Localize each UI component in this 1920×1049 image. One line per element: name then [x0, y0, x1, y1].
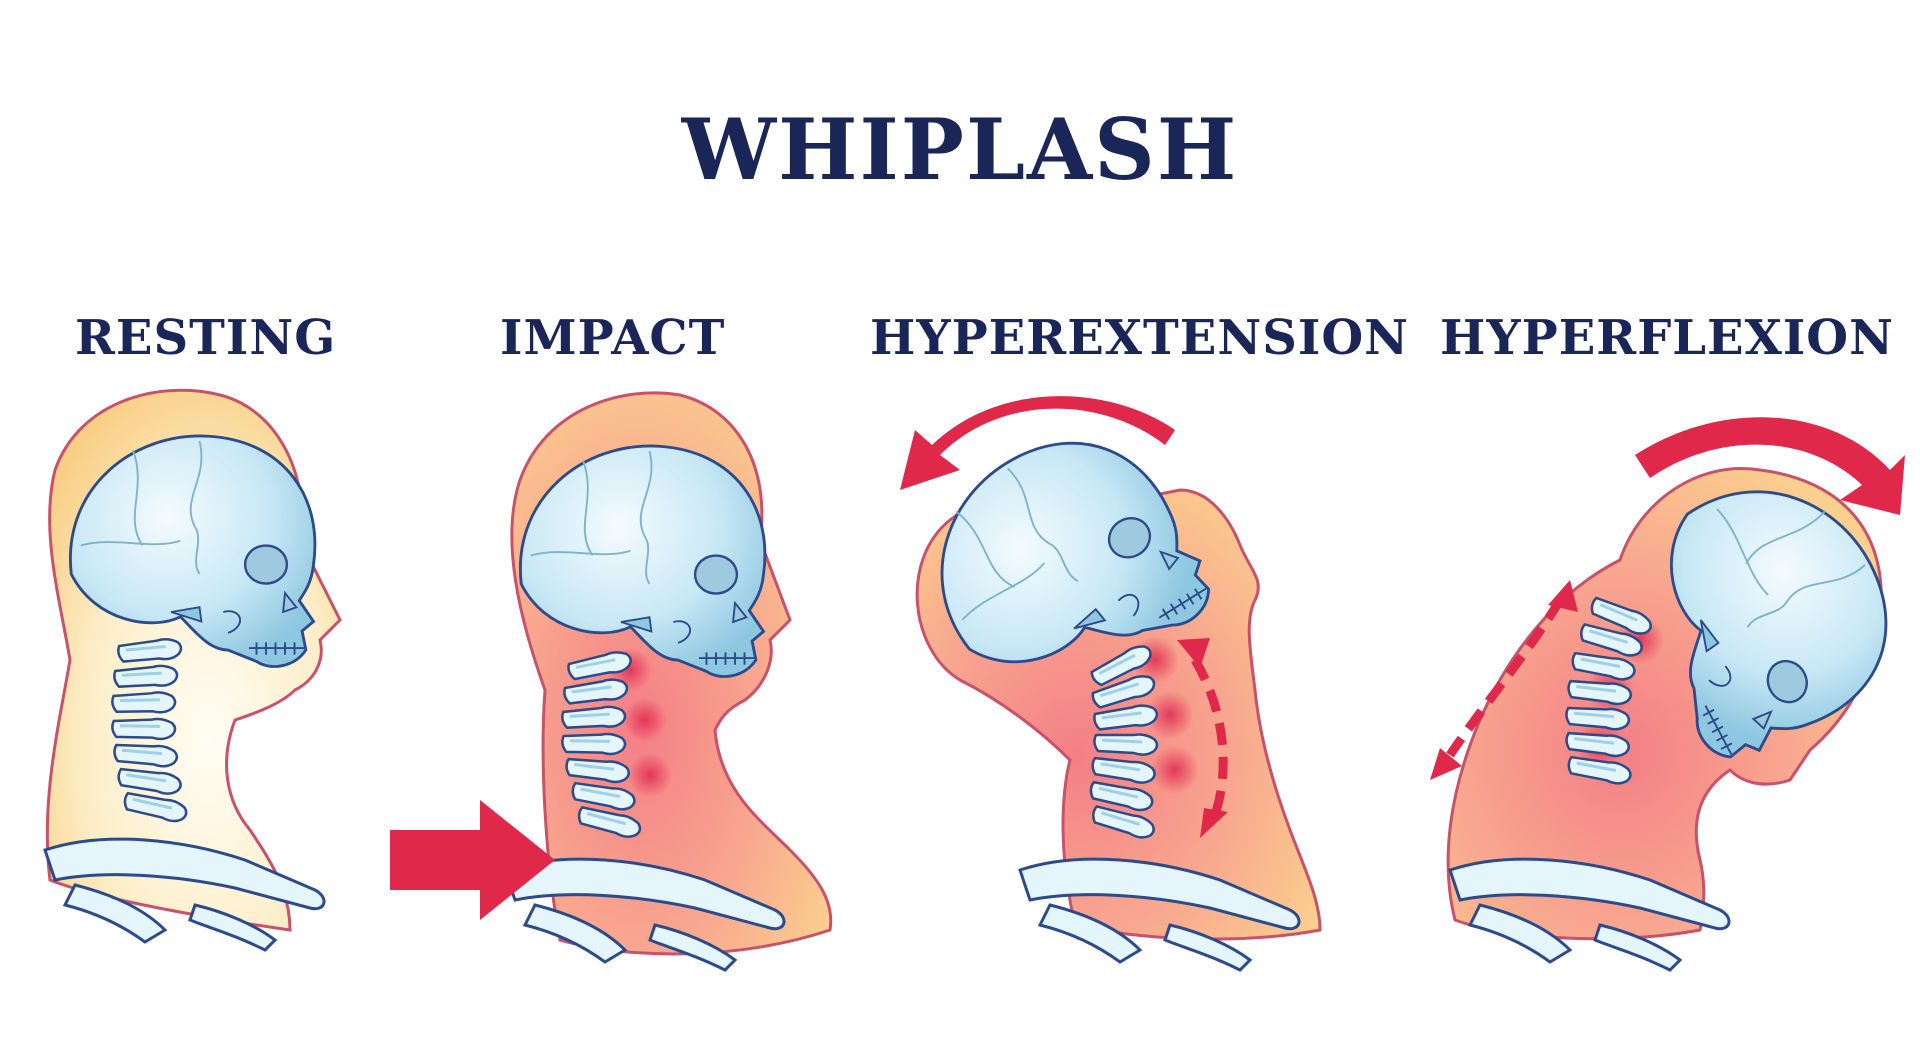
arrow-right-icon — [390, 800, 555, 920]
curved-arrow-left-icon — [900, 396, 1175, 490]
resting-figure — [43, 388, 342, 952]
stage-label-hyperflexion: HYPERFLEXION — [1440, 310, 1894, 366]
stage-label-resting: RESTING — [75, 310, 337, 366]
impact-figure — [503, 391, 833, 972]
double-dashed-arrow-icon — [1430, 580, 1578, 780]
double-dashed-arrow-icon — [1177, 638, 1228, 838]
hyperextension-figure — [894, 401, 1322, 972]
stage-label-impact: IMPACT — [500, 310, 726, 366]
stage-label-hyperextension: HYPEREXTENSION — [870, 310, 1409, 366]
diagram-title: WHIPLASH — [681, 100, 1239, 199]
hyperflexion-figure — [1446, 447, 1920, 972]
curved-arrow-right-icon — [1635, 417, 1905, 515]
